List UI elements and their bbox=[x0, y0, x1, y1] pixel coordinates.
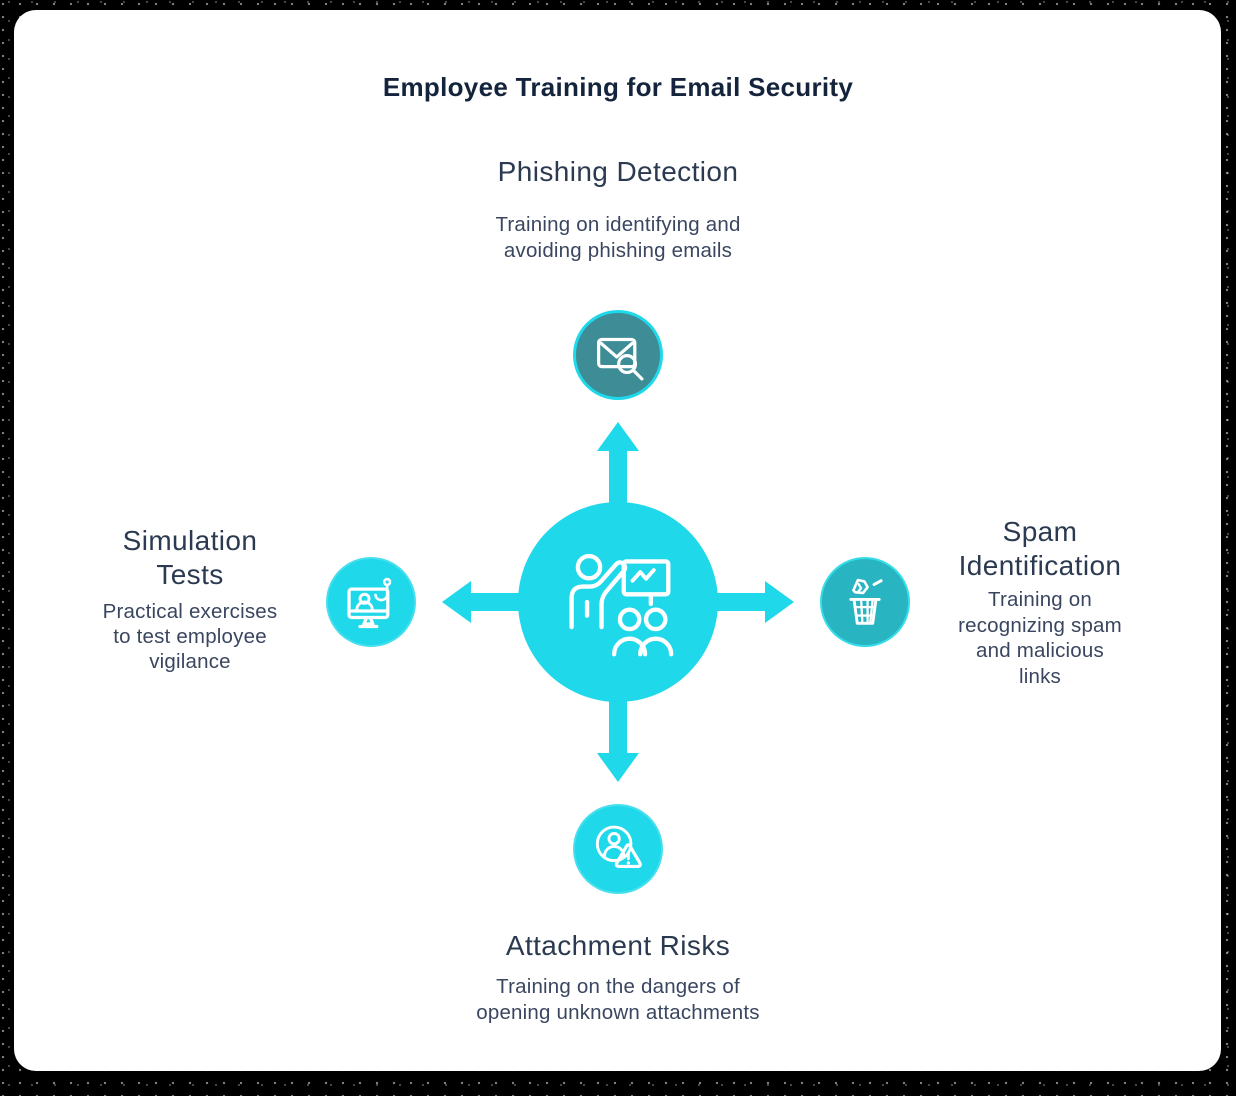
left-arrow-shaft bbox=[470, 593, 524, 611]
trash-bin-icon bbox=[849, 578, 883, 625]
attachment-description: Training on the dangers of opening unkno… bbox=[476, 975, 760, 1024]
up-arrow-head bbox=[597, 422, 639, 451]
spam-description: Training on recognizing spam and malicio… bbox=[958, 588, 1122, 688]
phishing-node-bubble bbox=[573, 310, 663, 400]
phishing-description: Training on identifying and avoiding phi… bbox=[495, 213, 741, 262]
spam-heading: Spam Identification bbox=[958, 516, 1122, 581]
left-arrow-head bbox=[442, 581, 471, 623]
down-arrow-head bbox=[597, 753, 639, 782]
simulation-heading: Simulation Tests bbox=[122, 525, 258, 590]
page-title: Employee Training for Email Security bbox=[382, 72, 854, 102]
right-arrow-head bbox=[765, 581, 794, 623]
monitor-hook-icon bbox=[347, 577, 392, 629]
attachment-node-bubble bbox=[573, 804, 663, 894]
central-hub-circle bbox=[518, 502, 718, 702]
right-arrow-shaft bbox=[712, 593, 766, 611]
spam-node-bubble bbox=[820, 557, 910, 647]
simulation-node-bubble bbox=[326, 557, 416, 647]
attachment-heading: Attachment Risks bbox=[505, 930, 731, 961]
email-magnifier-icon bbox=[597, 337, 644, 381]
user-warning-icon bbox=[595, 825, 642, 869]
up-arrow-shaft bbox=[609, 450, 627, 506]
trainer-presentation-icon bbox=[569, 553, 674, 657]
down-arrow-shaft bbox=[609, 698, 627, 754]
simulation-description: Practical exercises to test employee vig… bbox=[102, 600, 278, 673]
phishing-heading: Phishing Detection bbox=[497, 156, 739, 187]
